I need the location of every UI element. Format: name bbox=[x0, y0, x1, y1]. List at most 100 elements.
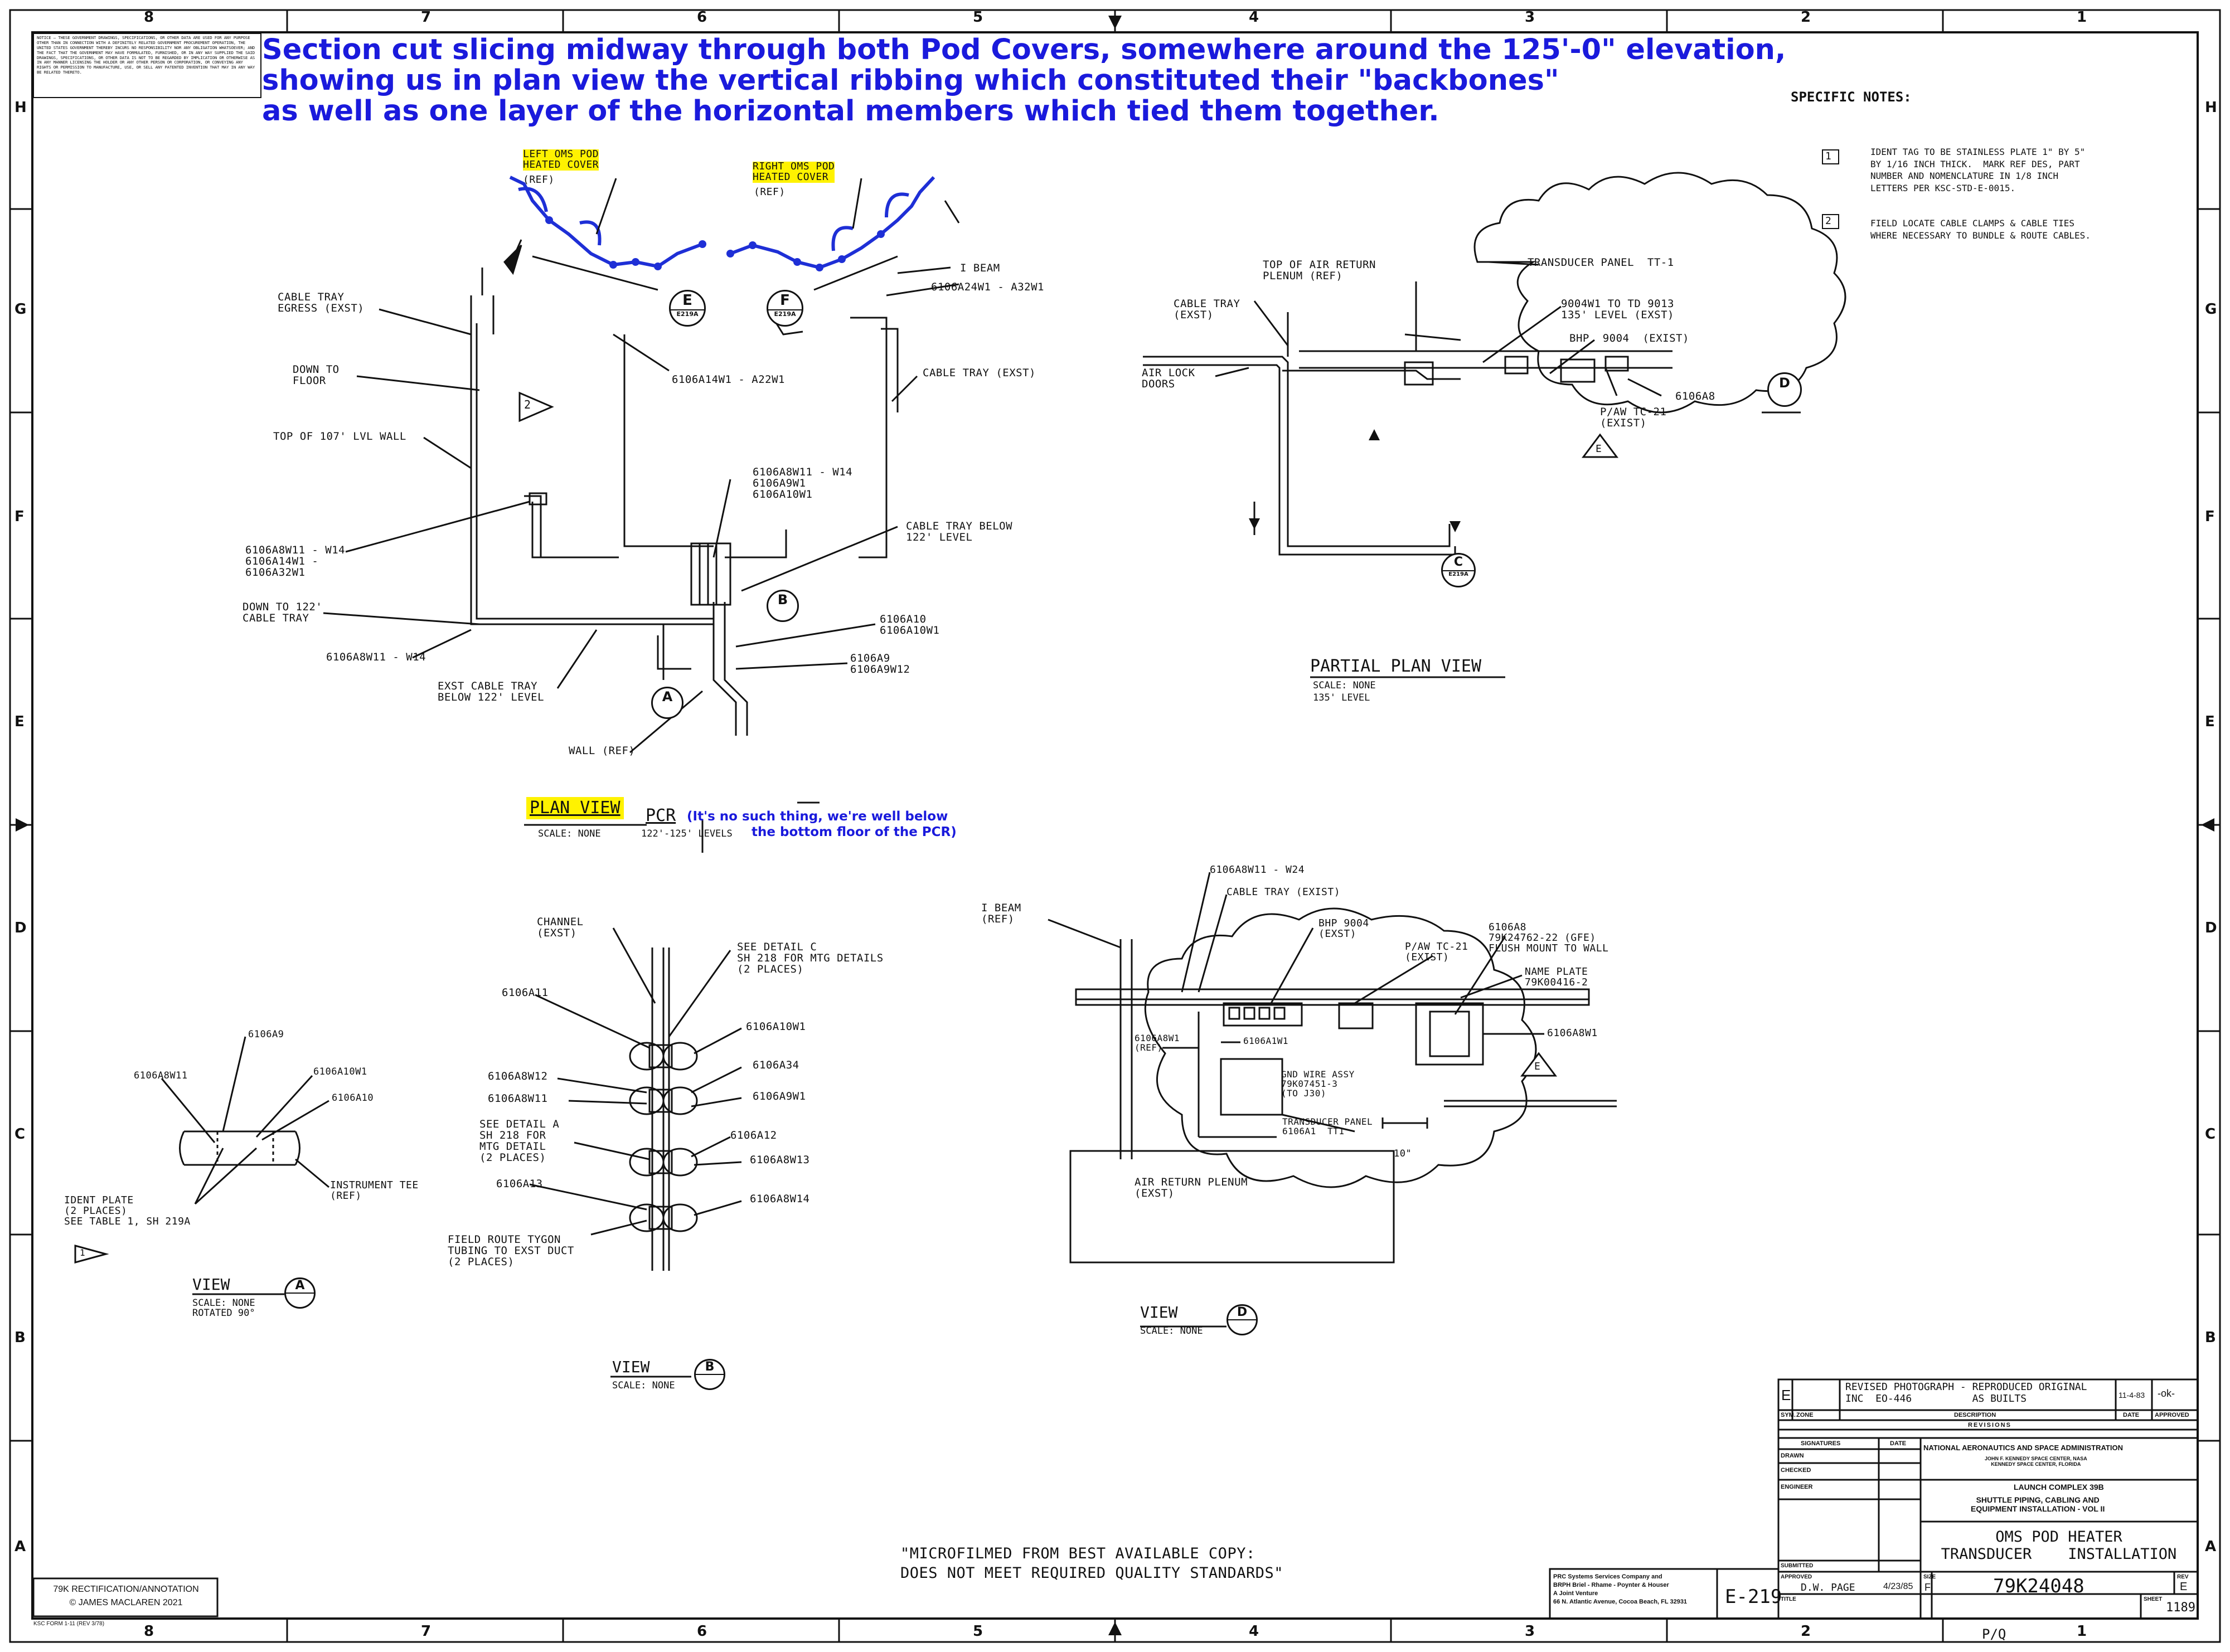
transducer-panel-label: TRANSDUCER PANEL TT-1 bbox=[1528, 256, 1674, 269]
rev-approved: -ok- bbox=[2158, 1388, 2175, 1399]
view-d-title-letter: D bbox=[1228, 1306, 1256, 1320]
section-e-sheet: E219A bbox=[671, 309, 704, 318]
zone-row-d-right: D bbox=[2205, 920, 2217, 936]
view-d-gnd: GND WIRE ASSY 79K07451-3 (TO J30) bbox=[1281, 1069, 1355, 1099]
view-b-a8w13: 6106A8W13 bbox=[750, 1154, 810, 1166]
notice-box bbox=[33, 33, 261, 98]
left-pod-ref: (REF) bbox=[523, 174, 555, 186]
view-d-air-return: AIR RETURN PLENUM (EXST) bbox=[1135, 1176, 1248, 1199]
view-a-title-letter: A bbox=[286, 1279, 314, 1294]
view-d-lines bbox=[1048, 872, 1617, 1328]
view-b-a13: 6106A13 bbox=[496, 1178, 543, 1190]
section-e-letter: E bbox=[682, 292, 692, 309]
plan-view-title: PLAN VIEW bbox=[526, 797, 624, 819]
view-d-callout[interactable]: D bbox=[1767, 372, 1802, 407]
oms-title: OMS POD HEATER TRANSDUCER INSTALLATION bbox=[1941, 1528, 2177, 1563]
zone-row-c: C bbox=[14, 1126, 26, 1143]
view-b-title: VIEW bbox=[612, 1358, 650, 1376]
view-d-a1w1: 6106A1W1 bbox=[1243, 1036, 1289, 1046]
view-b-callout[interactable]: B bbox=[767, 590, 799, 622]
plan-view-scale: SCALE: NONE bbox=[538, 828, 601, 839]
credit-text: 79K RECTIFICATION/ANNOTATION © JAMES MAC… bbox=[53, 1585, 199, 1607]
zone-row-h-right: H bbox=[2205, 99, 2217, 116]
a9-label: 6106A9 6106A9W12 bbox=[850, 652, 910, 676]
view-d-name-plate: NAME PLATE 79K00416-2 bbox=[1525, 966, 1588, 988]
w11-w14-b-label: 6106A8W11 - W14 bbox=[326, 651, 426, 663]
view-d-i-beam: I BEAM (REF) bbox=[981, 902, 1021, 925]
view-a-a10w1: 6106A10W1 bbox=[313, 1066, 367, 1077]
right-pod-label: RIGHT OMS POD HEATED COVER bbox=[753, 161, 835, 183]
view-d-a8w1-right: 6106A8W1 bbox=[1547, 1027, 1598, 1039]
view-b-channel: CHANNEL (EXST) bbox=[537, 916, 584, 939]
sheet-value: 1189 bbox=[2166, 1601, 2195, 1615]
rev-letter: E bbox=[1781, 1387, 1791, 1403]
view-a-inst-tee: INSTRUMENT TEE (REF) bbox=[330, 1179, 419, 1202]
pod-covers bbox=[509, 176, 935, 270]
down-to-floor-label: DOWN TO FLOOR bbox=[293, 363, 340, 387]
annotation-headline: Section cut slicing midway through both … bbox=[262, 33, 1786, 128]
zone-row-d: D bbox=[14, 920, 27, 936]
hdr-approved: APPROVED bbox=[2155, 1412, 2189, 1418]
plan-view-title-suffix: PCR bbox=[646, 806, 676, 825]
plan-view-levels: 122'-125' LEVELS bbox=[641, 828, 733, 839]
zone-row-b-right: B bbox=[2205, 1329, 2216, 1346]
checked-label: CHECKED bbox=[1781, 1467, 1811, 1474]
i-beam-label: I BEAM bbox=[960, 262, 1000, 274]
view-d-callout-letter: D bbox=[1779, 375, 1790, 391]
w11-w14-label: 6106A8W11 - W14 6106A14W1 - 6106A32W1 bbox=[245, 544, 346, 579]
zone-col-6-bottom: 6 bbox=[697, 1623, 707, 1640]
zone-row-e: E bbox=[14, 713, 25, 730]
view-b-callout-letter: B bbox=[777, 592, 788, 608]
view-a-callout[interactable]: A bbox=[651, 687, 683, 719]
view-a-flag: 1 bbox=[80, 1247, 85, 1258]
section-f-letter: F bbox=[780, 292, 790, 309]
zone-col-5-bottom: 5 bbox=[973, 1623, 983, 1640]
exst-cable-tray-label: EXST CABLE TRAY BELOW 122' LEVEL bbox=[438, 680, 545, 703]
view-d-cable-tray: CABLE TRAY (EXIST) bbox=[1226, 886, 1341, 898]
view-a-a8w11: 6106A8W11 bbox=[134, 1070, 188, 1081]
notice-text: NOTICE — THESE GOVERNMENT DRAWINGS, SPEC… bbox=[37, 35, 255, 75]
zone-col-5: 5 bbox=[973, 9, 983, 26]
down-to-122-label: DOWN TO 122' CABLE TRAY bbox=[243, 601, 323, 624]
zone-col-8: 8 bbox=[144, 9, 154, 26]
engineer-label: ENGINEER bbox=[1781, 1484, 1813, 1490]
zone-col-7: 7 bbox=[421, 9, 432, 26]
zone-col-4: 4 bbox=[1249, 9, 1259, 26]
approved-name: D.W. PAGE bbox=[1801, 1582, 1855, 1593]
revisions-label: REVISIONS bbox=[1968, 1422, 2011, 1429]
stack-label: 6106A8W11 - W14 6106A9W1 6106A10W1 bbox=[753, 466, 853, 501]
bhp-label: BHP 9004 (EXIST) bbox=[1569, 332, 1689, 344]
rev-value: E bbox=[2180, 1581, 2188, 1593]
view-a-title-circle: A bbox=[284, 1277, 316, 1309]
section-c-callout[interactable]: C E219A bbox=[1441, 553, 1476, 587]
view-a-callout-letter: A bbox=[662, 689, 673, 704]
rev-description: REVISED PHOTOGRAPH - REPRODUCED ORIGINAL… bbox=[1845, 1381, 2087, 1405]
submitted-label: SUBMITTED bbox=[1781, 1563, 1814, 1569]
zone-ticks bbox=[10, 10, 2220, 1642]
section-e-callout[interactable]: E E219A bbox=[669, 290, 706, 327]
w9004-label: 9004W1 TO TD 9013 135' LEVEL (EXST) bbox=[1561, 298, 1674, 321]
view-b-scale: SCALE: NONE bbox=[612, 1380, 675, 1391]
rev-label: REV bbox=[2177, 1574, 2189, 1580]
hdr-date: DATE bbox=[2123, 1412, 2140, 1418]
view-b-a12: 6106A12 bbox=[730, 1129, 777, 1141]
hdr-sym: SYM. bbox=[1781, 1412, 1796, 1418]
section-c-letter: C bbox=[1453, 555, 1463, 569]
zone-col-3-bottom: 3 bbox=[1525, 1623, 1535, 1640]
view-d-flag-e: E bbox=[1534, 1061, 1540, 1072]
view-d-a8w1-left: 6106A8W1 (REF) bbox=[1135, 1033, 1180, 1053]
view-a-scale: SCALE: NONE ROTATED 90° bbox=[192, 1298, 255, 1319]
cable-tray-exst-label: CABLE TRAY (EXST) bbox=[923, 367, 1036, 379]
signatures-label: SIGNATURES bbox=[1801, 1440, 1841, 1447]
section-f-callout[interactable]: F E219A bbox=[767, 290, 803, 327]
note-2-number: 2 bbox=[1822, 214, 1839, 229]
hdr-zone: ZONE bbox=[1796, 1412, 1814, 1418]
form-number: KSC FORM 1-11 (REV 3/78) bbox=[33, 1621, 105, 1627]
zone-row-a: A bbox=[14, 1538, 26, 1555]
view-a-lines bbox=[161, 1036, 329, 1295]
view-a-a10: 6106A10 bbox=[332, 1092, 374, 1104]
view-b-a8w11: 6106A8W11 bbox=[488, 1092, 548, 1105]
size-value: F bbox=[1924, 1582, 1931, 1593]
a24w1-label: 6106A24W1 - A32W1 bbox=[931, 281, 1044, 293]
